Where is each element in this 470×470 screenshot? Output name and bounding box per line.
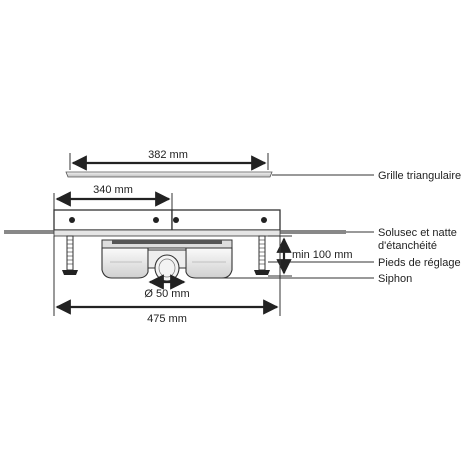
height-dimension: min 100 mm <box>268 235 353 277</box>
siphon-body <box>101 239 233 282</box>
grille-label: Grille triangulaire <box>378 170 461 182</box>
siphon-label: Siphon <box>378 273 412 285</box>
adjustment-feet <box>62 235 270 275</box>
min-height-label: min 100 mm <box>292 249 353 261</box>
membrane-label-line1: Solusec et natte <box>378 227 457 239</box>
grille-dimension: 382 mm <box>69 149 269 171</box>
frame-length-label: 340 mm <box>93 184 133 196</box>
drain-frame <box>4 209 346 237</box>
grille-part <box>65 171 273 178</box>
membrane-label-line2: d'étanchéité <box>378 240 437 252</box>
frame-dimension: 340 mm <box>53 184 173 213</box>
feet-label: Pieds de réglage <box>378 257 461 269</box>
outlet-dimension: Ø 50 mm <box>144 274 190 300</box>
total-dimension: 475 mm <box>53 236 281 325</box>
total-length-label: 475 mm <box>147 313 187 325</box>
outlet-diameter-label: Ø 50 mm <box>144 288 189 300</box>
grille-length-label: 382 mm <box>148 149 188 161</box>
